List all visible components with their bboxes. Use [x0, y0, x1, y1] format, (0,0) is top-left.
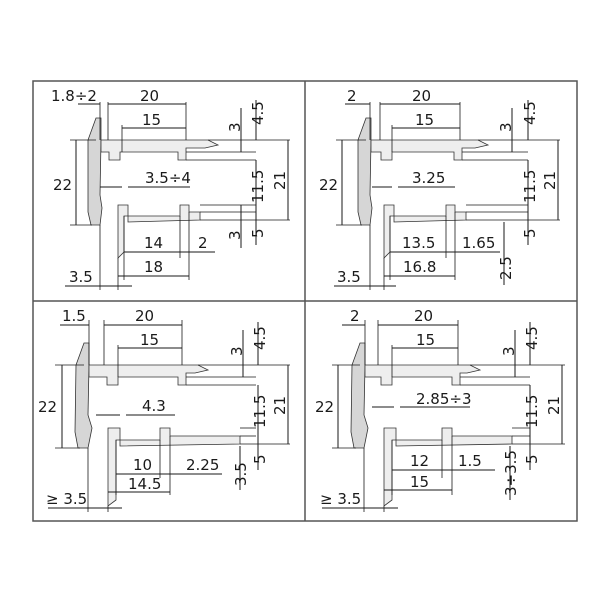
dim-bl-bot-outer: 14.5: [128, 475, 161, 493]
profile-top-rail: [88, 364, 210, 386]
profile-left-wall: [87, 117, 103, 226]
dim-tl-height-left: 22: [53, 176, 72, 194]
dim-tr-h3-top: 3: [497, 122, 515, 132]
dim-br-height-left: 22: [315, 398, 334, 416]
dim-tl-h115: 11.5: [249, 170, 267, 203]
dim-br-bot-small: 1.5: [458, 452, 482, 470]
panel-bottom-right: 2 20 15 22 2.85÷3 3 4.5 11.5 21 5 12: [315, 307, 565, 512]
dim-tr-width-top: 20: [412, 87, 431, 105]
dim-tl-gap-top: 1.8÷2: [51, 87, 97, 105]
dim-bl-gap-mid: 4.3: [142, 397, 166, 415]
dim-tr-bot-small: 1.65: [462, 234, 495, 252]
dim-br-gap-top: 2: [350, 307, 360, 325]
dim-br-gap-mid: 2.85÷3: [416, 390, 472, 408]
dim-br-h3-top: 3: [500, 346, 518, 356]
dim-tl-gap-mid: 3.5÷4: [145, 169, 191, 187]
dim-br-h115: 11.5: [523, 395, 541, 428]
dim-br-h45: 4.5: [523, 326, 541, 350]
dim-br-h5: 5: [523, 454, 541, 464]
dim-tr-bot-side: 2.5: [497, 256, 515, 280]
dim-bl-inner-top: 15: [140, 331, 159, 349]
profile-top-rail: [370, 139, 490, 161]
dim-bl-bot-side: 3.5: [232, 462, 250, 486]
profile-top-rail: [364, 364, 482, 386]
dim-tr-h115: 11.5: [521, 170, 539, 203]
dim-bl-h21: 21: [271, 396, 289, 415]
dim-bl-bot-inner: 10: [133, 456, 152, 474]
dim-tl-h3-top: 3: [226, 122, 244, 132]
dim-tl-width-top: 20: [140, 87, 159, 105]
dim-tr-h45: 4.5: [521, 101, 539, 125]
dim-tr-base: 3.5: [337, 268, 361, 286]
profile-bottom-rail: [117, 204, 129, 259]
dim-bl-width-top: 20: [135, 307, 154, 325]
dim-br-width-top: 20: [414, 307, 433, 325]
profile-bottom-rail: [383, 204, 395, 259]
dim-tr-gap-mid: 3.25: [412, 169, 445, 187]
dim-bl-gap-top: 1.5: [62, 307, 86, 325]
dim-tr-height-left: 22: [319, 176, 338, 194]
dim-tl-h5: 5: [249, 228, 267, 238]
profile-bottom-rail: [107, 427, 121, 507]
dim-tr-bot-inner: 13.5: [402, 234, 435, 252]
dim-br-bot-inner: 12: [410, 452, 429, 470]
dim-br-base: ≥ 3.5: [320, 490, 361, 508]
dim-bl-h5: 5: [251, 454, 269, 464]
profile-bottom-rail: [383, 427, 397, 507]
profile-bottom-track: [119, 427, 241, 447]
profile-left-wall: [350, 342, 369, 449]
profile-left-wall: [74, 342, 93, 449]
dim-tl-bot-small: 2: [198, 234, 208, 252]
dim-bl-h45: 4.5: [251, 326, 269, 350]
dim-tl-h3-bot: 3: [226, 230, 244, 240]
dim-br-bot-side: 3÷3.5: [502, 450, 520, 496]
profile-top-rail: [100, 139, 220, 161]
dim-tl-bot-outer: 18: [144, 258, 163, 276]
dim-br-inner-top: 15: [416, 331, 435, 349]
dim-bl-height-left: 22: [38, 398, 57, 416]
dim-tl-h45: 4.5: [249, 101, 267, 125]
dim-tr-gap-top: 2: [347, 87, 357, 105]
dim-bl-h3-top: 3: [228, 346, 246, 356]
dim-bl-base: ≥ 3.5: [46, 490, 87, 508]
dim-tl-base: 3.5: [69, 268, 93, 286]
profile-bottom-track: [395, 427, 513, 447]
dim-tr-h5: 5: [521, 228, 539, 238]
panel-bottom-left: 1.5 20 15 22 4.3 3 4.5 11.5 21 5 10 2: [38, 307, 290, 512]
panel-top-right: 2 20 15 22 3.25 3 4.5 11.5 21 5 13.5: [319, 87, 560, 290]
dim-br-bot-outer: 15: [410, 473, 429, 491]
dim-tl-h21: 21: [271, 171, 289, 190]
dim-tr-bot-outer: 16.8: [403, 258, 436, 276]
dim-tl-inner-top: 15: [142, 111, 161, 129]
panel-top-left: 1.8÷2 20 15 22 3.5÷4 3 4.5 11.5 21 3 5: [51, 87, 290, 290]
profile-left-wall: [357, 117, 373, 226]
dim-tr-inner-top: 15: [415, 111, 434, 129]
dim-tl-bot-inner: 14: [144, 234, 163, 252]
dim-bl-bot-small: 2.25: [186, 456, 219, 474]
dim-tr-h21: 21: [541, 171, 559, 190]
dim-bl-h115: 11.5: [251, 395, 269, 428]
dim-br-h21: 21: [545, 396, 563, 415]
